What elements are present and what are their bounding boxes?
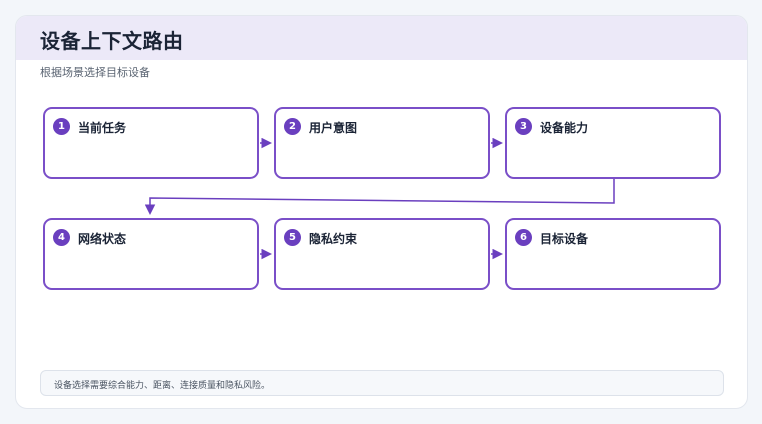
arrow-3-4: [144, 179, 615, 215]
step-number-badge: 5: [284, 229, 301, 246]
step-number-badge: 1: [53, 118, 70, 135]
step-box-3: 3 设备能力: [505, 107, 721, 179]
step-label: 用户意图: [309, 121, 358, 135]
step-number-badge: 3: [515, 118, 532, 135]
step-label: 设备能力: [540, 121, 589, 135]
footer-note-box: 设备选择需要综合能力、距离、连接质量和隐私风险。: [40, 370, 724, 396]
step-number-badge: 2: [284, 118, 301, 135]
step-box-4: 4 网络状态: [43, 218, 259, 290]
step-box-1: 1 当前任务: [43, 107, 259, 179]
step-box-2: 2 用户意图: [274, 107, 490, 179]
step-label: 网络状态: [78, 232, 127, 246]
step-box-5: 5 隐私约束: [274, 218, 490, 290]
step-label: 目标设备: [540, 232, 589, 246]
step-label: 隐私约束: [309, 232, 358, 246]
header-band: [16, 16, 747, 60]
page-title: 设备上下文路由: [40, 29, 184, 53]
step-number-badge: 4: [53, 229, 70, 246]
step-number-badge: 6: [515, 229, 532, 246]
footer-note: 设备选择需要综合能力、距离、连接质量和隐私风险。: [54, 381, 271, 391]
diagram-card: 设备上下文路由 根据场景选择目标设备 1 当前任务 2 用户意图 3 设备能力 …: [15, 15, 748, 409]
step-box-6: 6 目标设备: [505, 218, 721, 290]
step-label: 当前任务: [78, 121, 127, 135]
page-subtitle: 根据场景选择目标设备: [40, 66, 150, 79]
